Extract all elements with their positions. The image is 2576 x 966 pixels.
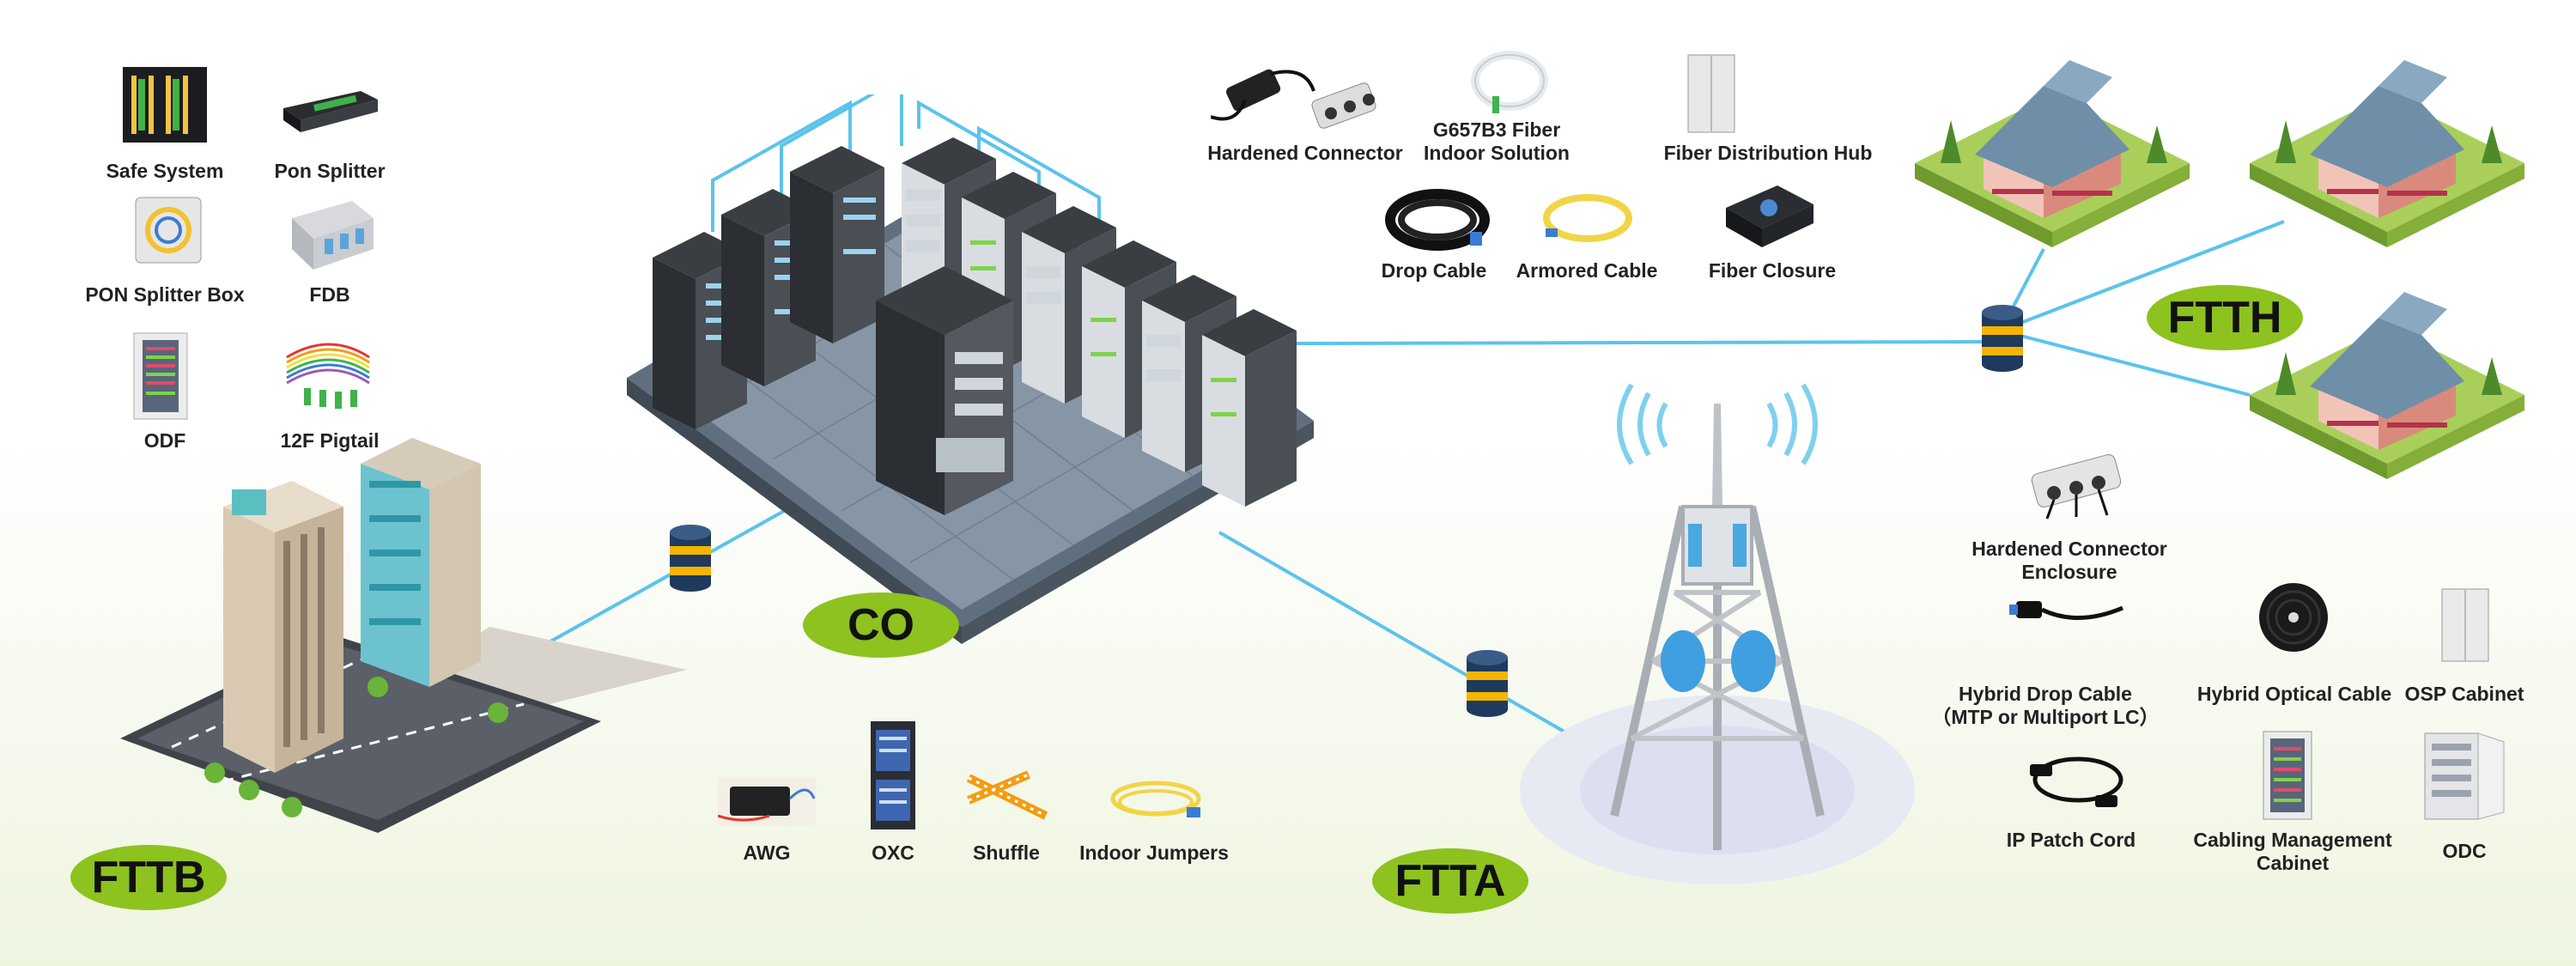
shuffle-label: Shuffle xyxy=(973,841,1040,864)
datacenter-icon xyxy=(627,94,1314,644)
link-node-house2 xyxy=(2000,220,2285,332)
cabinet-icon xyxy=(2263,731,2312,820)
cmc-label-line2: Cabinet xyxy=(2256,852,2330,874)
tower-icon xyxy=(1520,383,1915,884)
fiber-closure-label: Fiber Closure xyxy=(1708,259,1837,282)
server-rack-icon xyxy=(123,67,207,143)
fiber-coil-icon xyxy=(1471,51,1548,113)
oxc-label: OXC xyxy=(872,841,914,864)
ftta-label: FTTA xyxy=(1372,848,1528,914)
drop-cable-label: Drop Cable xyxy=(1381,259,1487,282)
hardened-connector-label: Hardened Connector xyxy=(1207,142,1403,164)
building-icon xyxy=(120,438,687,833)
hybrid-drop-label-line2: （MTP or Multiport LC） xyxy=(1931,706,2160,728)
fdb-label: FDB xyxy=(309,283,350,306)
awg-icon xyxy=(718,778,816,826)
pon-splitter-label: Pon Splitter xyxy=(274,160,386,182)
co-label: CO xyxy=(803,592,959,658)
link-co-ftth xyxy=(1296,340,2002,345)
house-icon xyxy=(2250,292,2524,479)
indoor-jumpers-label: Indoor Jumpers xyxy=(1079,841,1229,864)
armored-cable-icon xyxy=(1543,194,1632,242)
tower-left xyxy=(223,481,343,773)
pigtail-icon xyxy=(286,343,370,409)
osp-cabinet-label: OSP Cabinet xyxy=(2404,683,2524,705)
network-node-icon xyxy=(1982,305,2023,372)
fiber-distribution-hub-label: Fiber Distribution Hub xyxy=(1663,142,1873,164)
link-node-house3 xyxy=(2000,329,2251,397)
drop-cable-icon xyxy=(1385,189,1490,251)
network-node-icon xyxy=(670,525,711,592)
safe-system-label: Safe System xyxy=(106,160,224,182)
house-icon xyxy=(1915,60,2190,247)
splitter-icon xyxy=(283,91,378,132)
pon-splitter-box-label: PON Splitter Box xyxy=(85,283,245,306)
ftth-label: FTTH xyxy=(2147,285,2303,350)
g657b3-label-line2: Indoor Solution xyxy=(1424,142,1570,164)
splitter-box-icon xyxy=(135,197,202,264)
pigtail-12f-label: 12F Pigtail xyxy=(280,429,380,452)
oxc-icon xyxy=(871,721,915,829)
odf-label: ODF xyxy=(143,429,186,452)
hardened-connector-icon xyxy=(2031,454,2122,519)
cabinet-icon xyxy=(2424,732,2505,820)
cabinet-icon xyxy=(2441,588,2489,662)
cabinet-icon xyxy=(1687,54,1735,133)
closure-icon xyxy=(1726,185,1814,247)
patch-cord-icon xyxy=(2030,756,2123,807)
link-co-ftta xyxy=(1218,531,1607,757)
link-co-fttb xyxy=(514,496,808,663)
hybrid-drop-cable-icon xyxy=(2009,601,2123,620)
house-icon xyxy=(2250,60,2524,247)
jumper-icon xyxy=(1110,781,1201,817)
odc-label: ODC xyxy=(2442,840,2487,862)
hybrid-optical-cable-label: Hybrid Optical Cable xyxy=(2196,683,2392,705)
cmc-label-line1: Cabling Management xyxy=(2193,829,2392,851)
odf-icon xyxy=(133,332,188,420)
shuffle-icon xyxy=(966,770,1048,820)
fdb-icon xyxy=(292,201,374,270)
hce-label-line1: Hardened Connector xyxy=(1971,538,2167,560)
ip-patch-cord-label: IP Patch Cord xyxy=(2006,829,2136,851)
network-node-icon xyxy=(1467,650,1508,717)
hardened-connector-icon xyxy=(1211,69,1376,129)
g657b3-label-line1: G657B3 Fiber xyxy=(1432,118,1561,141)
hce-label-line2: Enclosure xyxy=(2021,561,2117,583)
hybrid-drop-label-line1: Hybrid Drop Cable xyxy=(1959,683,2132,705)
awg-label: AWG xyxy=(743,841,791,864)
server-racks xyxy=(653,137,1297,515)
tower-right xyxy=(361,438,481,687)
armored-cable-label: Armored Cable xyxy=(1516,259,1658,282)
fttb-label: FTTB xyxy=(70,845,227,910)
cable-reel-icon xyxy=(2259,583,2328,652)
